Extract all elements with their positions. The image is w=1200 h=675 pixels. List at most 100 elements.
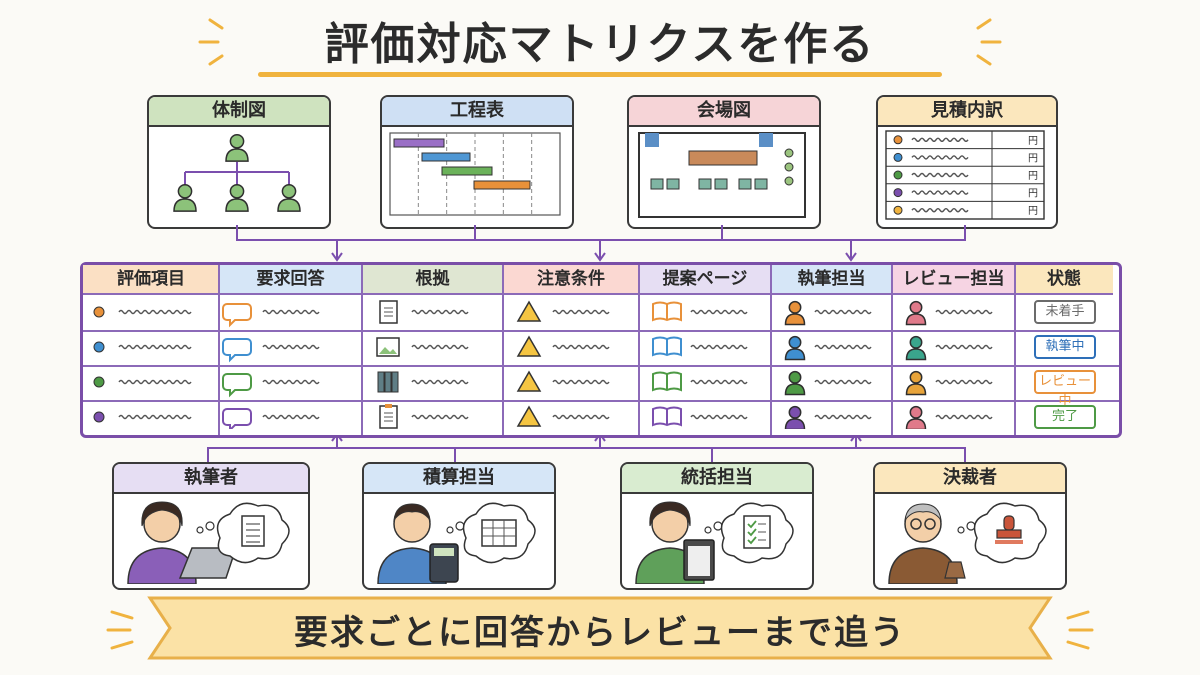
person-icon [173, 183, 197, 212]
clipboard-icon [379, 404, 398, 429]
writer-person-icon [784, 405, 806, 429]
speech-bubble-icon [222, 303, 252, 328]
placeholder-text-line [411, 309, 469, 315]
document-icon [241, 515, 265, 547]
matrix-column-divider [770, 265, 772, 435]
role-illustration [635, 501, 794, 585]
matrix-row [93, 404, 993, 429]
yen-unit: 円 [1028, 171, 1038, 182]
matrix-column-header: レビュー担当 [892, 265, 1015, 295]
status-dot [893, 135, 903, 145]
role-illustration [127, 501, 290, 585]
matrix-column-header: 提案ページ [639, 265, 771, 295]
placeholder-text-line [911, 190, 969, 195]
source-doc-title: 会場図 [629, 97, 819, 127]
matrix-column-divider [361, 265, 363, 435]
checklist-icon [743, 515, 771, 549]
gantt-bar [473, 180, 531, 190]
matrix-column-divider [502, 265, 504, 435]
title-underline [258, 72, 942, 77]
placeholder-text-line [935, 414, 993, 420]
matrix-column-divider [218, 265, 220, 435]
source-doc-card: 見積内訳円円円円円 [876, 95, 1058, 229]
image-icon [376, 337, 400, 357]
role-card: 決裁者 [873, 462, 1067, 590]
reviewer-person-icon [905, 300, 927, 326]
warning-icon [516, 335, 542, 357]
matrix-column-header: 評価項目 [83, 265, 219, 295]
table-icon [784, 148, 794, 158]
source-doc-title: 見積内訳 [878, 97, 1056, 127]
person-icon [225, 183, 249, 212]
role-card: 積算担当 [362, 462, 556, 590]
title-sparkles [198, 18, 1002, 66]
placeholder-text-line [911, 155, 969, 160]
yen-unit: 円 [1028, 206, 1038, 217]
role-title: 執筆者 [114, 464, 308, 494]
spreadsheet-icon [481, 519, 517, 547]
evaluation-matrix: 評価項目要求回答根拠注意条件提案ページ執筆担当レビュー担当状態未着手執筆中レビュ… [80, 262, 1122, 438]
matrix-column-header: 状態 [1015, 265, 1113, 295]
placeholder-text-line [262, 414, 320, 420]
placeholder-text-line [690, 379, 748, 385]
matrix-cells [93, 300, 993, 429]
connector-line [207, 447, 966, 462]
source-doc-title: 体制図 [149, 97, 329, 127]
person-icon [277, 183, 301, 212]
matrix-column-header: 根拠 [362, 265, 503, 295]
status-badge: 未着手 [1034, 300, 1096, 324]
arrow-down-icon [594, 252, 606, 262]
page-title: 評価対応マトリクスを作る [324, 19, 876, 70]
placeholder-text-line [814, 414, 872, 420]
thought-dot [455, 521, 465, 531]
placeholder-text-line [814, 379, 872, 385]
placeholder-text-line [552, 379, 610, 385]
warning-icon [516, 370, 542, 392]
status-badge: 執筆中 [1034, 335, 1096, 359]
placeholder-text-line [411, 379, 469, 385]
seat-block [754, 178, 768, 190]
open-book-icon [652, 371, 682, 392]
source-doc-title: 工程表 [382, 97, 572, 127]
thought-dot [704, 526, 712, 534]
row-status-dot [93, 376, 105, 388]
placeholder-text-line [118, 309, 192, 315]
placeholder-text-line [552, 309, 610, 315]
thought-dot [713, 521, 723, 531]
placeholder-text-line [935, 309, 993, 315]
thought-dot [446, 526, 454, 534]
role-person-icon [127, 501, 197, 585]
hand-icon [944, 561, 966, 579]
role-card: 統括担当 [620, 462, 814, 590]
role-illustration [377, 502, 536, 585]
yen-unit: 円 [1028, 136, 1038, 147]
matrix-column-header: 注意条件 [503, 265, 639, 295]
matrix-row [93, 335, 993, 363]
placeholder-text-line [552, 344, 610, 350]
reviewer-person-icon [905, 405, 927, 429]
placeholder-text-line [911, 172, 969, 178]
matrix-column-header: 要求回答 [219, 265, 362, 295]
role-illustration [888, 502, 1047, 585]
role-person-icon [888, 503, 958, 585]
placeholder-text-line [118, 344, 192, 350]
reviewer-person-icon [905, 370, 927, 396]
seat-block [698, 178, 712, 190]
warning-icon [516, 405, 542, 427]
placeholder-text-line [552, 414, 610, 420]
calculator-icon [429, 543, 459, 583]
status-dot [893, 188, 903, 198]
placeholder-text-line [118, 379, 192, 385]
placeholder-text-line [911, 137, 969, 142]
matrix-column-divider [1014, 265, 1016, 435]
status-dot [893, 152, 903, 162]
placeholder-text-line [935, 344, 993, 350]
matrix-row [93, 370, 993, 398]
bottom-banner-text: 要求ごとに回答からレビューまで追う [294, 613, 906, 653]
placeholder-text-line [935, 379, 993, 385]
placeholder-text-line [411, 414, 469, 420]
placeholder-text-line [814, 344, 872, 350]
thought-dot [966, 521, 976, 531]
speech-bubble-icon [222, 373, 252, 398]
warning-icon [516, 300, 542, 322]
